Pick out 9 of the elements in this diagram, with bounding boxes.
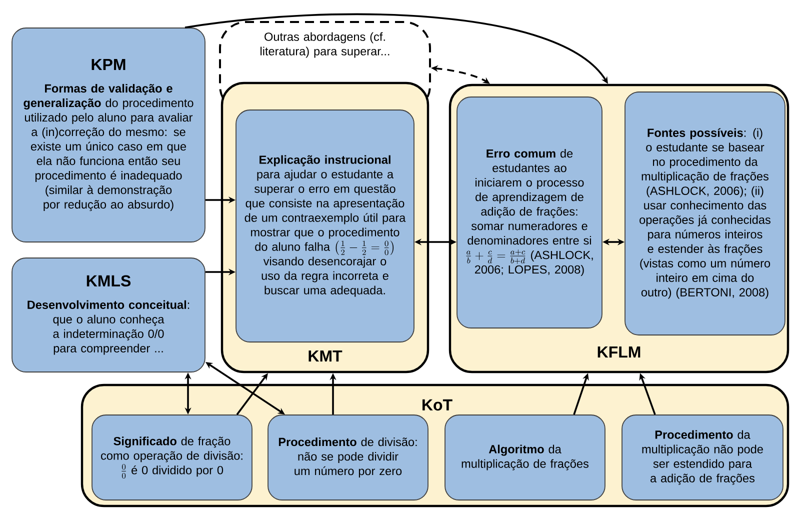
rounded-box: KPM Formas de validação e generalização do procedimento utilizado pelo aluno para avaliar a (in)correção do mesmo: se existe um único caso em que ela não funciona então seu procedimento é inadequado (similar à demonstração por redução ao absurdo) <box>12 28 206 242</box>
rounded-box: Fontes possíveis: (i) o estudante se basear no procedimento da multiplicação de frações (ASHLOCK, 2006); (ii) usar conhecimento das operações já conhecidas para números inteiros e estender às frações (vistas como um número inteiro em cima do outro) (BERTONI, 2008) <box>624 92 786 336</box>
rounded-box: Erro comum de estudantes ao iniciarem o processo de aprendizagem de adição de frações: somar numeradores e denominadores entre si $\frac{a}{b}+\frac{c}{d}=\frac{a+c}{b+d}$ (ASHLOCK, 2006; LOPES, 2008) <box>456 96 602 328</box>
rounded-box: Explicação instrucional para ajudar o estudante a superar o erro em questão que consiste na apresentação de um contraexemplo útil para mostrar que o procedimento do aluno falha $\left(\frac{1}{2}-\frac{1}{2}=\frac{0}{0}\right)$ visando desencorajar o uso da regra incorreta e buscar uma adequada. <box>236 110 414 342</box>
rounded-box: Significado de fração como operação de divisão: $\frac{0}{0}$ é 0 dividido por 0 <box>92 414 252 500</box>
rounded-box: Procedimento de divisão: não se pode dividir um número por zero <box>268 414 428 500</box>
rounded-box: Procedimento da multiplicação não pode ser estendido para a adição de frações <box>622 414 784 500</box>
rounded-box: Algoritmo da multiplicação de frações <box>444 414 606 500</box>
rounded-box: KMLS Desenvolvimento conceitual: que o aluno conheça a indeterminação 0/0 para compreender ... <box>12 258 206 372</box>
